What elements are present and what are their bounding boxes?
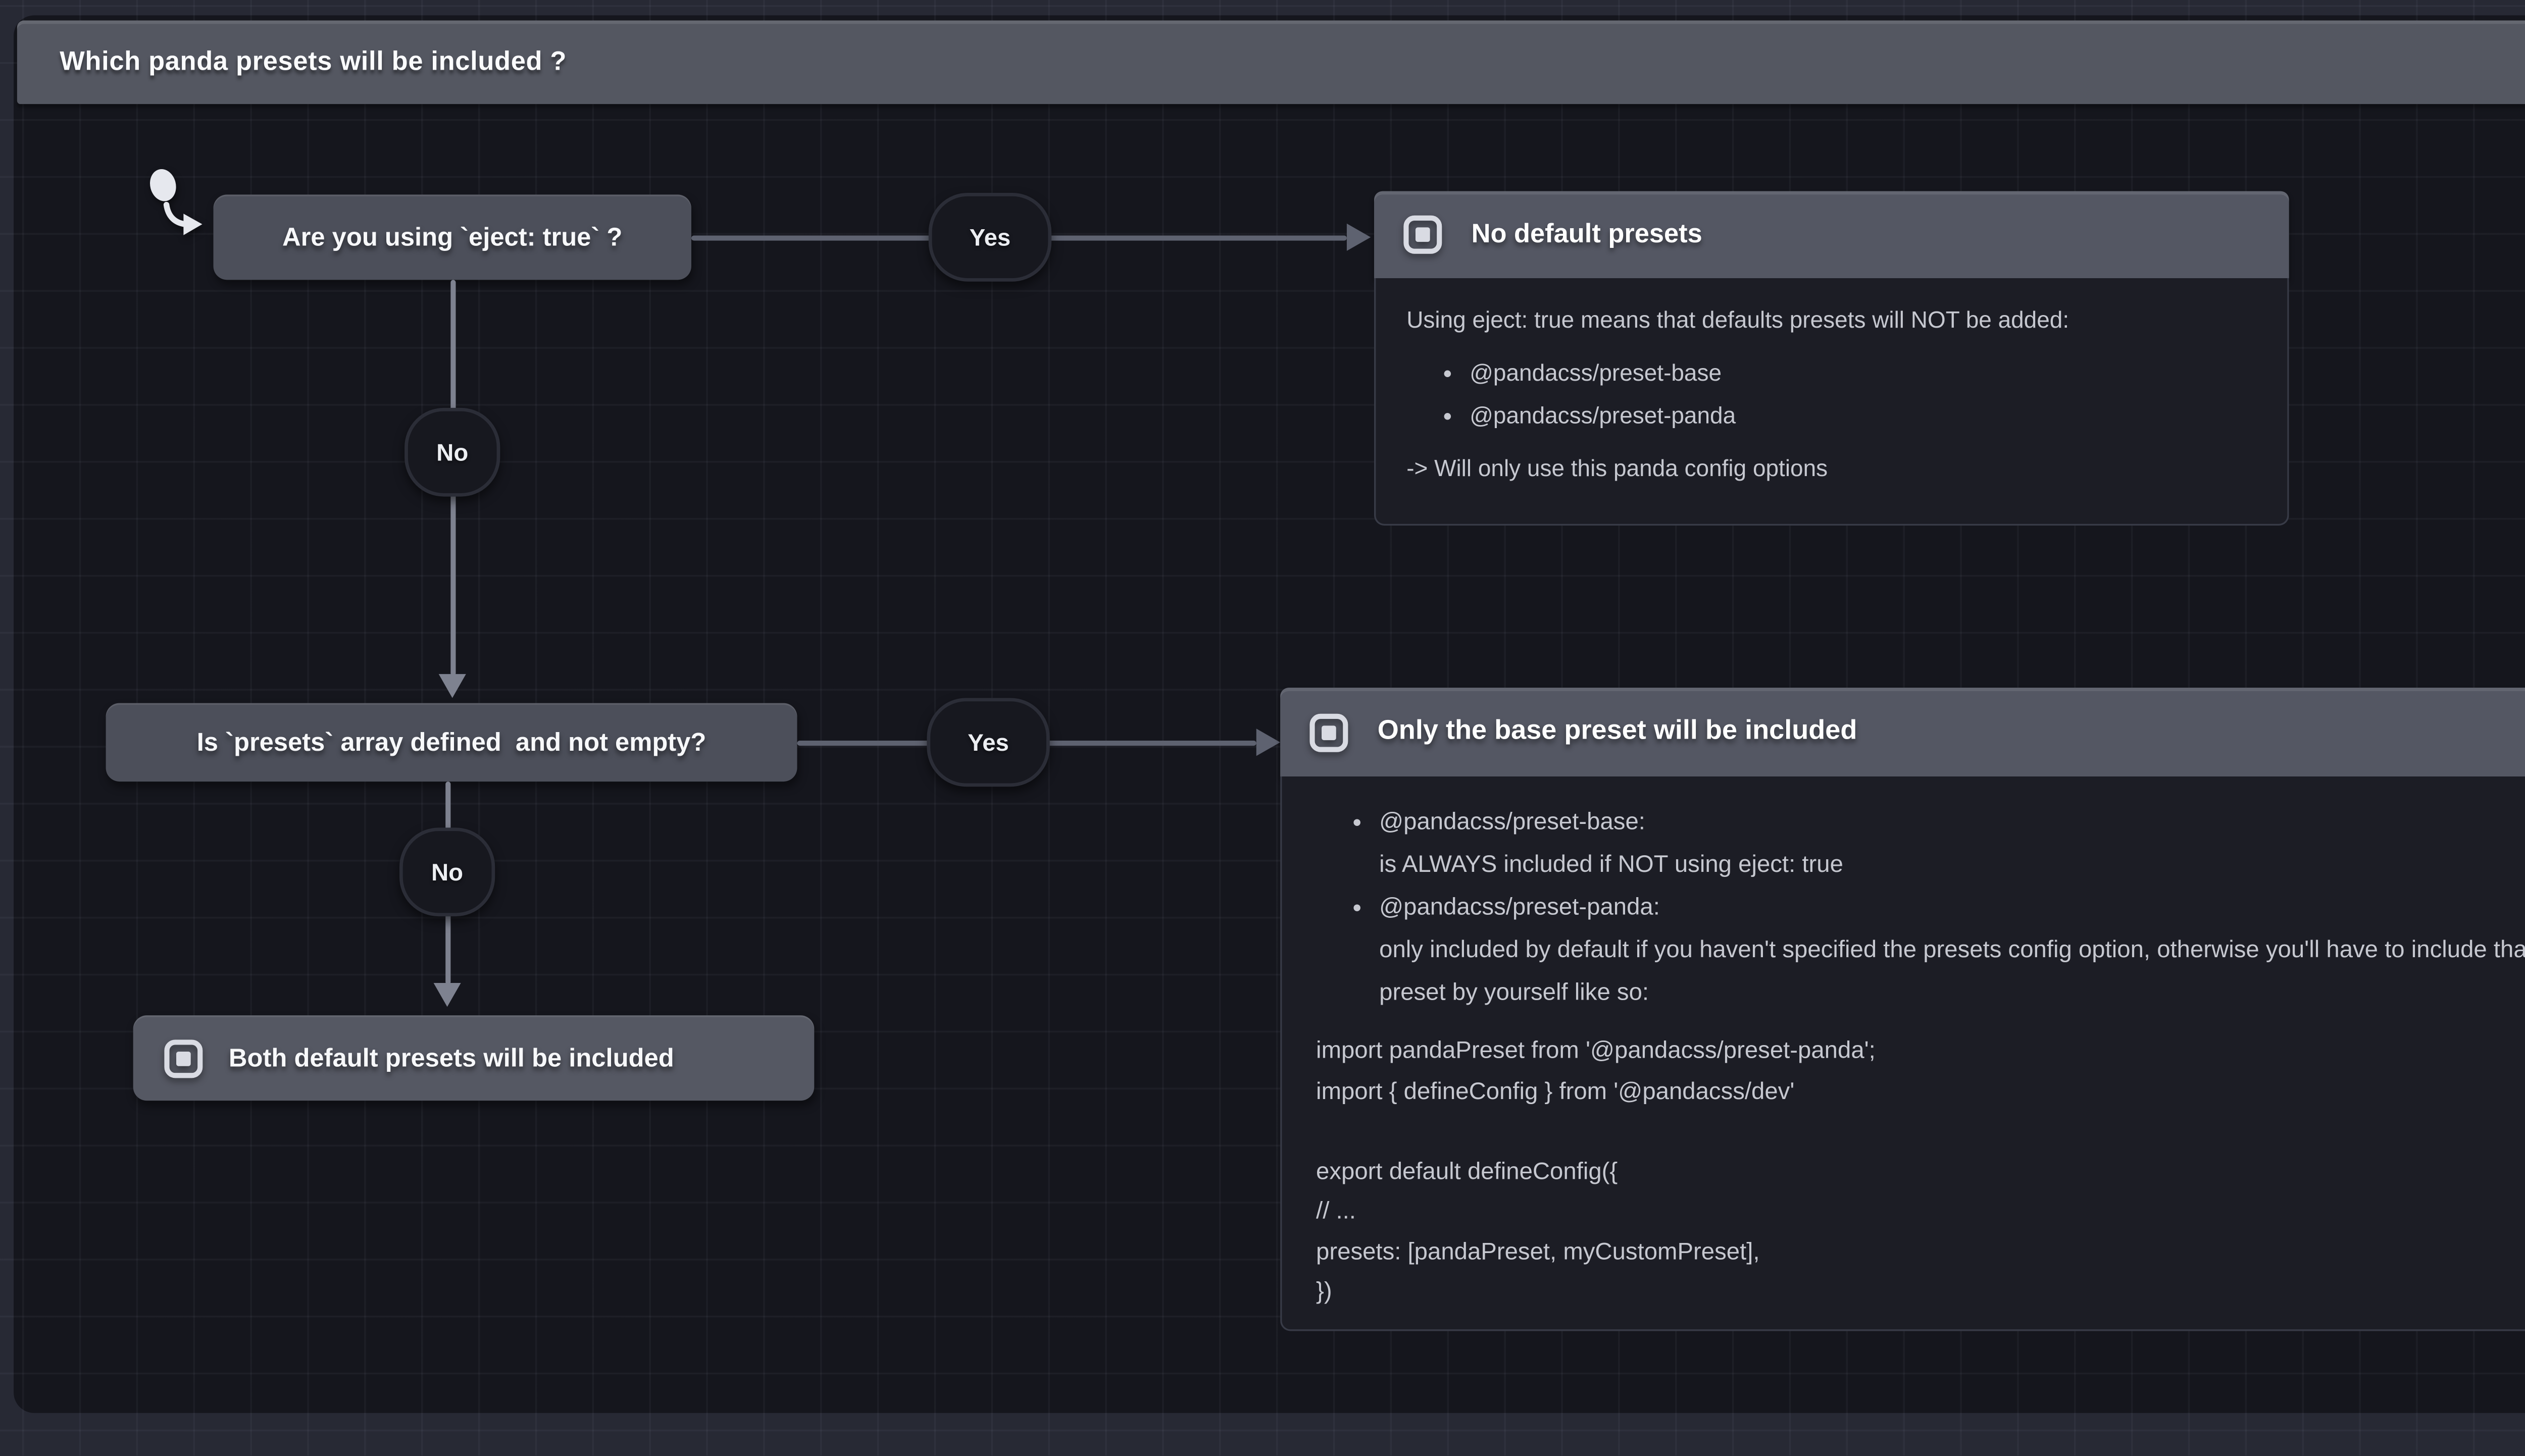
card-only-base-preset[interactable]: Only the base preset will be included @p… bbox=[1280, 688, 2525, 1331]
edge-label-text: Yes bbox=[968, 729, 1009, 756]
page-title: Which panda presets will be included ? bbox=[60, 46, 567, 76]
card-title: No default presets bbox=[1471, 219, 1702, 248]
square-in-square-icon bbox=[1309, 712, 1349, 752]
edge-label-no-1[interactable]: No bbox=[405, 407, 500, 497]
edge-label-text: No bbox=[436, 438, 469, 466]
card-no-default-presets[interactable]: No default presets Using eject: true mea… bbox=[1374, 191, 2289, 526]
preset-detail: only included by default if you haven't … bbox=[1379, 935, 2525, 1005]
preset-name: @pandacss/preset-base: bbox=[1379, 807, 1645, 835]
flow-node-label: Both default presets will be included bbox=[228, 1043, 674, 1073]
list-item: @pandacss/preset-base: is ALWAYS include… bbox=[1379, 800, 2525, 886]
arrowhead-icon bbox=[438, 674, 466, 698]
card-title: Only the base preset will be included bbox=[1377, 716, 1857, 746]
code-line: }) bbox=[1316, 1276, 1332, 1304]
flow-node-label: Are you using `eject: true` ? bbox=[282, 223, 623, 252]
preset-detail-list: @pandacss/preset-base: is ALWAYS include… bbox=[1316, 800, 2525, 1014]
card-intro-text: Using eject: true means that defaults pr… bbox=[1406, 307, 2069, 333]
preset-detail: is ALWAYS included if NOT using eject: t… bbox=[1379, 850, 1843, 877]
edge-label-text: No bbox=[431, 858, 464, 886]
preset-name: @pandacss/preset-panda: bbox=[1379, 892, 1660, 920]
card-outro-text: -> Will only use this panda config optio… bbox=[1406, 455, 1828, 482]
edge-label-yes-1[interactable]: Yes bbox=[928, 192, 1052, 282]
square-in-square-icon bbox=[1403, 215, 1442, 254]
arrowhead-icon bbox=[1256, 729, 1281, 756]
card-body: Using eject: true means that defaults pr… bbox=[1374, 278, 2289, 526]
preset-list: @pandacss/preset-base @pandacss/preset-p… bbox=[1406, 353, 2256, 437]
code-snippet: import pandaPreset from '@pandacss/prese… bbox=[1316, 1031, 2525, 1312]
flow-node-question-eject[interactable]: Are you using `eject: true` ? bbox=[213, 194, 691, 280]
flow-node-label: Is `presets` array defined and not empty… bbox=[196, 727, 706, 757]
code-line: // ... bbox=[1316, 1196, 1356, 1224]
arrowhead-icon bbox=[1346, 223, 1371, 251]
flow-node-result-both-presets[interactable]: Both default presets will be included bbox=[133, 1015, 815, 1101]
card-header: No default presets bbox=[1374, 191, 2289, 278]
flow-node-question-presets-array[interactable]: Is `presets` array defined and not empty… bbox=[106, 703, 797, 782]
code-line: export default defineConfig({ bbox=[1316, 1156, 1618, 1184]
card-body: @pandacss/preset-base: is ALWAYS include… bbox=[1280, 776, 2525, 1331]
click-cursor-icon bbox=[143, 167, 205, 242]
code-line: import { defineConfig } from '@pandacss/… bbox=[1316, 1076, 1795, 1104]
code-line: presets: [pandaPreset, myCustomPreset], bbox=[1316, 1236, 1760, 1264]
square-in-square-icon bbox=[164, 1038, 203, 1078]
code-line: import pandaPreset from '@pandacss/prese… bbox=[1316, 1035, 1876, 1063]
list-item: @pandacss/preset-base bbox=[1470, 353, 2256, 395]
edge-label-text: Yes bbox=[969, 223, 1011, 251]
frame-title-bar[interactable]: Which panda presets will be included ? bbox=[17, 20, 2525, 105]
edge-label-no-2[interactable]: No bbox=[399, 827, 495, 917]
card-header: Only the base preset will be included bbox=[1280, 688, 2525, 776]
code-line bbox=[1316, 1111, 2525, 1151]
list-item: @pandacss/preset-panda bbox=[1470, 395, 2256, 437]
list-item: @pandacss/preset-panda: only included by… bbox=[1379, 886, 2525, 1014]
edge-label-yes-2[interactable]: Yes bbox=[927, 698, 1050, 787]
arrowhead-icon bbox=[433, 982, 461, 1007]
